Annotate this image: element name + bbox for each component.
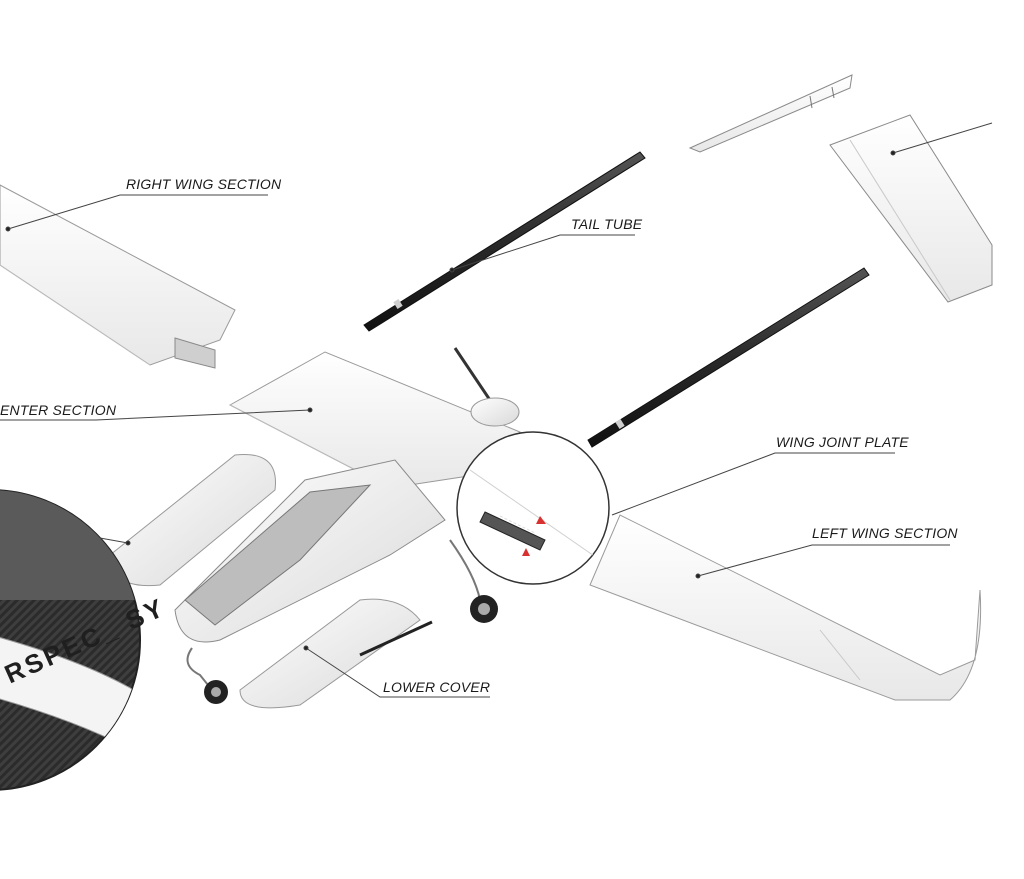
lower-cover [239, 598, 433, 709]
left-wing-section [589, 514, 982, 701]
tail-tube-label: TAIL TUBE [571, 216, 643, 232]
lower-cover-label: LOWER COVER [383, 679, 491, 695]
nose-gear [186, 647, 228, 704]
tail-tube-lower [587, 267, 870, 448]
propeller [453, 347, 520, 427]
wing-joint-detail [456, 431, 610, 585]
right-wing-section [0, 184, 236, 369]
right-wing-section-label: RIGHT WING SECTION [126, 176, 282, 192]
center-section-label: ENTER SECTION [0, 402, 117, 418]
tail-tube-upper [363, 151, 646, 332]
fuselage [174, 459, 446, 643]
leader-lines [0, 122, 993, 698]
wing-joint-plate-label: WING JOINT PLATE [776, 434, 909, 450]
left-wing-section-label: LEFT WING SECTION [812, 525, 958, 541]
stabilizer-piece [688, 74, 853, 153]
main-gear [449, 539, 498, 623]
fin-piece [829, 114, 993, 303]
